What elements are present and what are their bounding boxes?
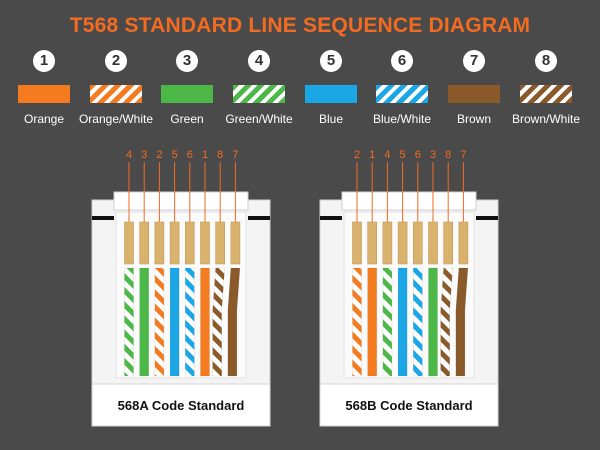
pin-number: 3 [141,149,147,161]
connector-window [343,211,475,379]
legend-swatch [18,85,70,103]
contact-pin [185,221,195,265]
legend-label: Blue/White [372,112,432,126]
legend-label: Green [170,112,204,126]
pin-number: 5 [172,149,178,161]
wire-green [139,267,149,377]
pin-number: 7 [460,149,466,161]
pin-number: 2 [156,149,162,161]
pin-number: 1 [202,149,208,161]
pin-number: 8 [217,149,223,161]
contact-pin [428,221,438,265]
contact-pin [443,221,454,265]
wire-blue-white [413,267,423,377]
wire-blue [169,267,180,377]
wire-green-white [124,267,134,377]
pin-number: 6 [415,149,421,161]
connector-slot-right [248,216,270,220]
pin-number: 3 [430,149,436,161]
wire-orange-white [352,267,362,377]
pin-number: 1 [369,149,375,161]
legend-number: 8 [535,50,557,72]
page-title: T568 STANDARD LINE SEQUENCE DIAGRAM [69,14,531,37]
legend-swatch [233,85,285,103]
legend-swatch [305,85,357,103]
connector-slot-left [92,216,114,220]
wire-orange [200,267,210,377]
legend-number: 1 [33,50,55,72]
contact-pin [230,221,241,265]
standard-label-box [91,383,271,427]
contact-pin [397,221,408,265]
contact-pin [367,221,378,265]
contact-pin [412,221,423,265]
contact-pin [215,221,225,265]
wire-orange [367,267,377,377]
wire-brown-white [440,267,454,377]
legend-label: Blue [318,112,344,126]
pin-number: 8 [445,149,451,161]
pin-number: 4 [384,149,390,161]
legend-number: 2 [105,50,127,72]
wire-blue-white [185,267,195,377]
legend-label: Orange [23,112,65,126]
wire-orange-white [154,267,165,377]
legend-number: 5 [320,50,342,72]
wire-brown [227,267,241,377]
contact-pin [139,221,149,265]
connector-window [115,211,247,379]
legend-swatch [161,85,213,103]
standard-label: 568B Code Standard [345,398,472,413]
legend-number: 4 [248,50,270,72]
legend-swatch [448,85,500,103]
pin-number: 2 [354,149,360,161]
legend-number: 6 [391,50,413,72]
connector-slot-right [476,216,498,220]
wire-blue [397,267,408,377]
connector-top [113,191,249,211]
legend-label: Green/White [225,112,293,126]
contact-pin [169,221,180,265]
pin-number: 4 [126,149,132,161]
contact-pin [382,221,393,265]
wire-green [428,267,438,377]
standard-label: 568A Code Standard [118,398,245,413]
pin-number: 5 [400,149,406,161]
pin-number: 6 [187,149,193,161]
legend-label: Orange/White [78,112,154,126]
contact-pin [154,221,165,265]
pin-number: 7 [232,149,238,161]
wire-green-white [382,267,393,377]
legend-number: 3 [176,50,198,72]
contact-pin [458,221,469,265]
legend-swatch [520,85,572,103]
standard-label-box [319,383,499,427]
legend-swatch [90,85,142,103]
connector-slot-left [320,216,342,220]
wire-brown-white [212,267,226,377]
legend-label: Brown/White [511,112,581,126]
contact-pin [200,221,210,265]
contact-pin [124,221,134,265]
contact-pin [352,221,362,265]
legend-number: 7 [463,50,485,72]
legend-swatch [376,85,428,103]
wire-brown [455,267,469,377]
legend-label: Brown [456,112,491,126]
connector-top [341,191,477,211]
